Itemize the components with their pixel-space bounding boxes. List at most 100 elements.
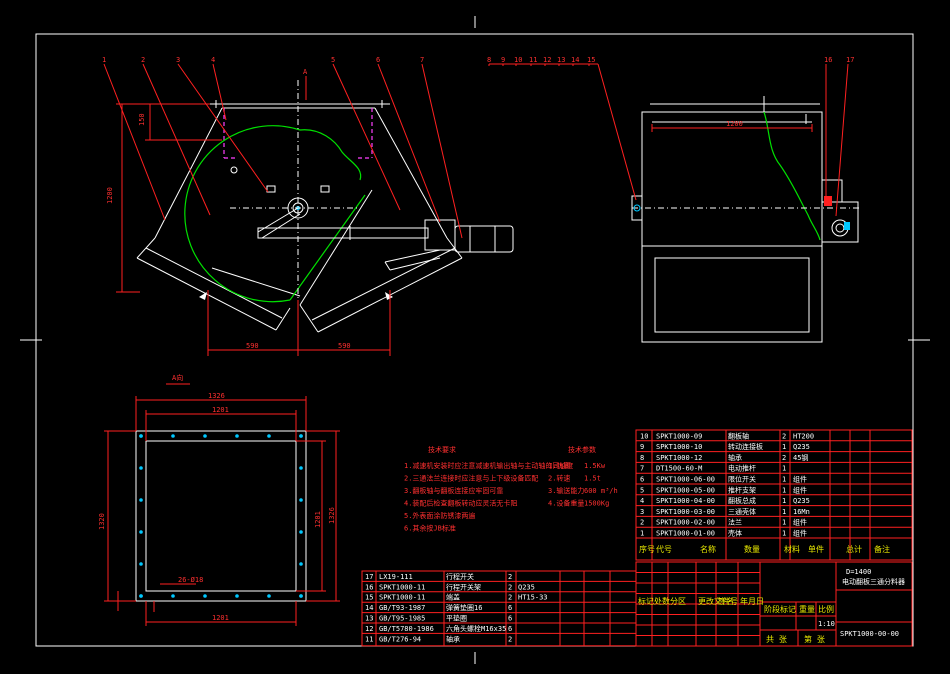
notes-title: 技术要求 xyxy=(428,445,456,454)
front-view: A xyxy=(136,68,514,333)
dim-plan-left: 1320 xyxy=(98,513,106,530)
note-line: 3.翻板轴与翻板连接应牢固可靠 xyxy=(404,486,503,495)
part-no: 12 xyxy=(365,625,373,633)
dim-plan-bottom: 1201 xyxy=(212,614,229,622)
part-qty: 6 xyxy=(508,615,512,623)
part-code: SPKT1000-05-00 xyxy=(656,486,715,494)
part-qty: 2 xyxy=(782,454,786,462)
parts-header-0: 序号 xyxy=(639,544,655,554)
dim-front-top: 150 xyxy=(138,113,146,126)
flange-hole xyxy=(203,594,207,598)
dim-plan-top-outer: 1326 xyxy=(208,392,225,400)
part-code: SPKT1000-10 xyxy=(656,443,702,451)
title-block-grid: 标记处数分区更改文件号签名年月日 xyxy=(636,562,764,646)
part-no: 16 xyxy=(365,583,373,591)
balloon-5: 5 xyxy=(331,56,335,64)
part-code: SPKT1000-06-00 xyxy=(656,476,715,484)
part-material: 组件 xyxy=(793,529,807,538)
balloon-2: 2 xyxy=(141,56,145,64)
flange-hole xyxy=(139,466,143,470)
tb-sheet-b: 第 张 xyxy=(804,634,825,644)
part-no: 10 xyxy=(640,432,648,440)
part-material: 组件 xyxy=(793,475,807,484)
parts-header-3: 数量 xyxy=(744,544,760,554)
flange-hole xyxy=(139,562,143,566)
parts-header-6: 总计 xyxy=(846,544,862,554)
parts-header-1: 代号 xyxy=(656,544,672,554)
balloon-13: 13 xyxy=(557,56,565,64)
part-name: 弹簧垫圈16 xyxy=(446,603,482,612)
dim-front-height: 1200 xyxy=(106,187,114,204)
spec-value: 1.5t xyxy=(584,475,601,483)
flange-hole xyxy=(299,562,303,566)
part-name: 端盖 xyxy=(446,593,460,602)
tb-label-1: 处数 xyxy=(654,596,670,606)
part-name: 轴承 xyxy=(446,634,460,643)
note-line: 2.三通法兰连接时应注意与上下级设备匹配 xyxy=(404,474,538,483)
part-code: SPKT1000-11 xyxy=(379,594,425,602)
part-no: 1 xyxy=(640,530,644,538)
flange-hole xyxy=(299,530,303,534)
specs-title: 技术参数 xyxy=(568,445,596,454)
side-dimensions: 1200 xyxy=(651,120,813,132)
flange-hole xyxy=(299,466,303,470)
dim-plan-right-inner: 1201 xyxy=(314,511,322,528)
part-name: 推杆支架 xyxy=(728,485,756,494)
part-code: LX19-111 xyxy=(379,573,413,581)
part-code: GB/T95-1985 xyxy=(379,615,425,623)
part-material: Q235 xyxy=(793,497,810,505)
plan-view: A向 xyxy=(135,373,307,602)
part-no: 8 xyxy=(640,454,644,462)
part-no: 3 xyxy=(640,508,644,516)
part-qty: 6 xyxy=(508,604,512,612)
balloon-10: 10 xyxy=(514,56,522,64)
flange-hole xyxy=(267,594,271,598)
flange-hole xyxy=(299,594,303,598)
part-no: 6 xyxy=(640,476,644,484)
part-material: Q235 xyxy=(518,583,535,591)
dim-plan-top-inner: 1201 xyxy=(212,406,229,414)
part-code: GB/T93-1987 xyxy=(379,604,425,612)
balloon-12: 12 xyxy=(543,56,551,64)
flange-hole xyxy=(299,434,303,438)
balloon-14: 14 xyxy=(571,56,579,64)
spec-key: 2.转速 xyxy=(548,474,570,483)
flange-hole xyxy=(139,498,143,502)
spec-value: 1500Kg xyxy=(584,500,609,508)
spec-value: 1.5Kw xyxy=(584,462,606,470)
view-label: A向 xyxy=(172,373,183,382)
part-no: 15 xyxy=(365,594,373,602)
part-name: 平垫圈 xyxy=(446,614,467,623)
plan-holes xyxy=(139,434,303,598)
balloon-1: 1 xyxy=(102,56,106,64)
part-code: GB/T276-94 xyxy=(379,635,421,643)
part-material: 组件 xyxy=(793,485,807,494)
part-no: 5 xyxy=(640,486,644,494)
part-qty: 2 xyxy=(508,635,512,643)
parts-header-7: 备注 xyxy=(874,544,890,554)
part-code: SPKT1000-12 xyxy=(656,454,702,462)
technical-notes: 技术要求 1.减速机安装时应注意减速机输出轴与主动轴的同轴度 2.三通法兰连接时应… xyxy=(404,445,573,533)
flange-hole xyxy=(171,434,175,438)
part-qty: 1 xyxy=(782,497,786,505)
part-qty: 1 xyxy=(782,476,786,484)
part-code: SPKT1000-11 xyxy=(379,583,425,591)
dim-front-bottom-left: 590 xyxy=(246,342,259,350)
plan-dimensions: 1326 1201 1320 1201 1326 1201 26-Ø18 xyxy=(98,392,340,626)
part-qty: 6 xyxy=(508,625,512,633)
part-qty: 1 xyxy=(782,465,786,473)
parts-header-2: 名称 xyxy=(700,544,716,554)
drawing-frame xyxy=(20,16,930,664)
part-name: 行程开关 xyxy=(446,572,474,581)
part-no: 4 xyxy=(640,497,644,505)
note-line: 1.减速机安装时应注意减速机输出轴与主动轴的同轴度 xyxy=(404,461,573,470)
part-code: SPKT1000-02-00 xyxy=(656,519,715,527)
tb-label-5: 年月日 xyxy=(740,596,764,606)
flange-hole xyxy=(139,434,143,438)
